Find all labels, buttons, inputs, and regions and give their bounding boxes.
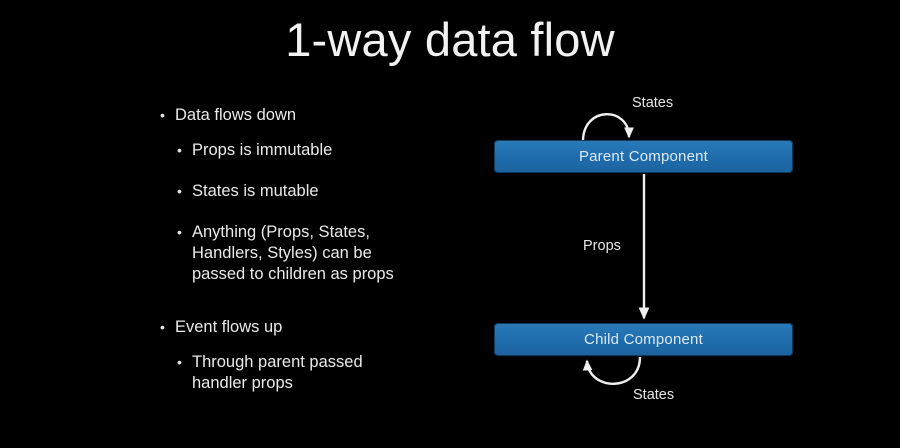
list-item: • Data flows down (160, 105, 480, 126)
list-item: • Props is immutable (177, 140, 480, 161)
list-item-label: Through parent passed handler props (192, 353, 363, 392)
spacer (160, 338, 480, 352)
bullet-list: • Data flows down • Props is immutable •… (160, 105, 480, 394)
list-item: • Through parent passed handler props (177, 352, 480, 394)
spacer (160, 126, 480, 140)
bullet-marker-icon: • (177, 142, 182, 158)
bullet-marker-icon: • (160, 319, 165, 335)
node-parent-label: Parent Component (578, 148, 709, 165)
list-item-label: Event flows up (175, 318, 283, 336)
node-parent-component[interactable]: Parent Component (494, 140, 793, 173)
edge-label-props: Props (583, 238, 621, 254)
spacer (160, 202, 480, 222)
page-title: 1-way data flow (285, 13, 615, 66)
states-loop-child-arrow (582, 356, 642, 385)
bullet-marker-icon: • (177, 183, 182, 199)
node-child-label: Child Component (584, 331, 703, 348)
list-item-label: Props is immutable (192, 141, 333, 159)
bullet-marker-icon: • (177, 224, 182, 240)
bullet-marker-icon: • (160, 107, 165, 123)
edge-label-states-top: States (632, 95, 674, 111)
edge-label-states-bottom: States (633, 387, 675, 403)
list-item: • Anything (Props, States, Handlers, Sty… (177, 222, 480, 285)
diagram-edges (581, 113, 650, 385)
list-item: • States is mutable (177, 181, 480, 202)
list-item: • Event flows up (160, 317, 480, 338)
node-child-component[interactable]: Child Component (494, 323, 793, 356)
list-item-label: Anything (Props, States, Handlers, Style… (192, 223, 394, 283)
states-loop-parent-arrow (581, 113, 634, 142)
spacer (160, 285, 480, 317)
bullet-marker-icon: • (177, 354, 182, 370)
list-item-label: States is mutable (192, 182, 319, 200)
list-item-label: Data flows down (175, 106, 297, 124)
data-flow-diagram: Parent Component Child Component States … (470, 80, 830, 420)
spacer (160, 161, 480, 181)
